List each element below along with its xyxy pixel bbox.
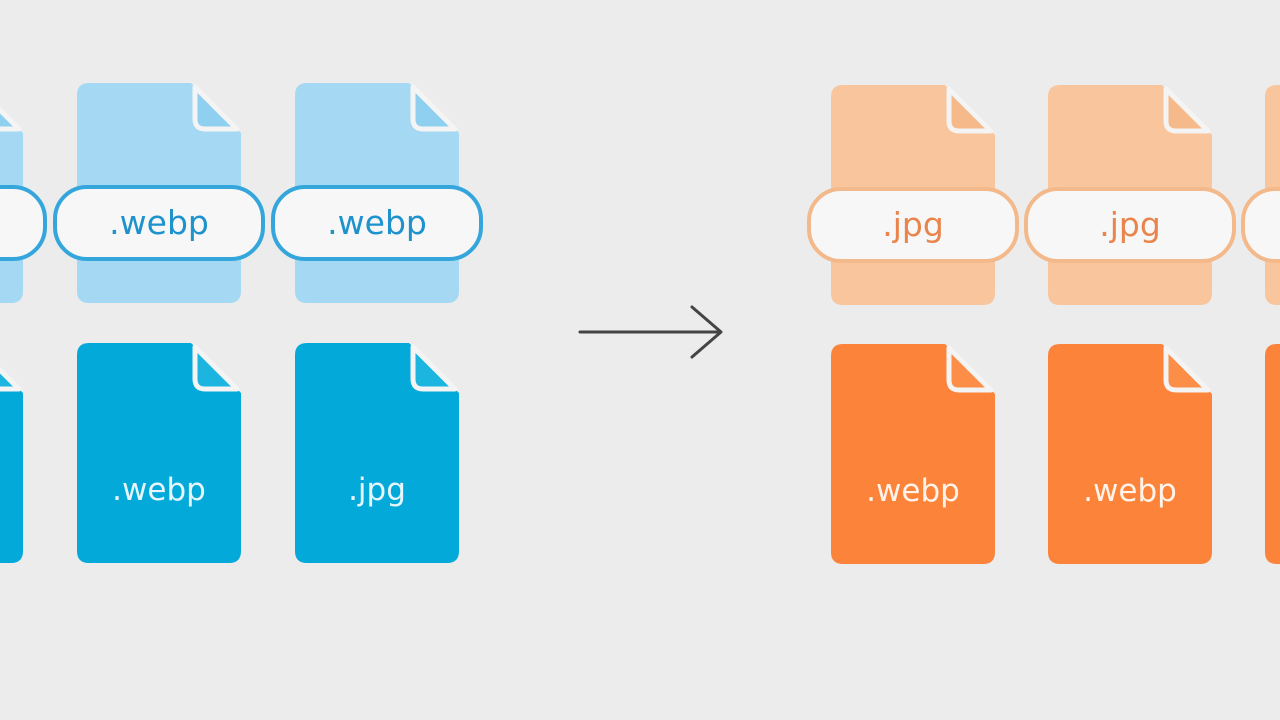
folded-corner-icon	[410, 344, 458, 392]
folded-corner-icon	[1163, 86, 1211, 134]
file-icon	[0, 106, 47, 303]
folded-corner-icon	[192, 84, 240, 132]
file-extension-label: .webp	[1083, 473, 1177, 509]
file-icon: .jpg	[1024, 85, 1236, 305]
folded-corner-icon	[0, 366, 22, 392]
file-extension-label: .webp	[112, 472, 206, 508]
file-icon	[1265, 344, 1280, 564]
folded-corner-icon	[410, 84, 458, 132]
file-icon: .jpg	[295, 343, 459, 563]
file-body	[831, 344, 995, 564]
file-extension-label: .webp	[109, 203, 209, 242]
file-extension-label: .jpg	[1099, 205, 1161, 244]
arrow-right-icon	[578, 305, 723, 359]
file-body	[77, 343, 241, 563]
file-icon: .webp	[271, 83, 483, 303]
extension-pill	[0, 185, 47, 261]
file-extension-label: .webp	[327, 203, 427, 242]
file-extension-label: .jpg	[882, 205, 944, 244]
extension-pill	[1024, 187, 1236, 263]
file-icon	[0, 366, 23, 563]
file-icon: .webp	[77, 343, 241, 563]
file-icon: .webp	[831, 344, 995, 564]
file-icons: .webp .webp .webp .jpg .jpg .jpg .webp .webp	[0, 83, 1280, 564]
extension-pill	[1241, 187, 1280, 263]
file-icon: .jpg	[807, 85, 1019, 305]
folded-corner-icon	[1163, 345, 1211, 393]
file-icon: .webp	[1048, 344, 1212, 564]
file-body	[0, 370, 23, 563]
file-extension-label: .jpg	[348, 472, 406, 508]
folded-corner-icon	[946, 86, 994, 134]
file-extension-label: .webp	[866, 473, 960, 509]
file-icon: .webp	[53, 83, 265, 303]
file-body	[1265, 344, 1280, 564]
extension-pill	[271, 185, 483, 261]
file-body	[295, 343, 459, 563]
folded-corner-icon	[946, 345, 994, 393]
extension-pill	[53, 185, 265, 261]
folded-corner-icon	[0, 106, 22, 132]
file-icon	[1241, 85, 1280, 305]
file-body	[1048, 344, 1212, 564]
folded-corner-icon	[192, 344, 240, 392]
extension-pill	[807, 187, 1019, 263]
